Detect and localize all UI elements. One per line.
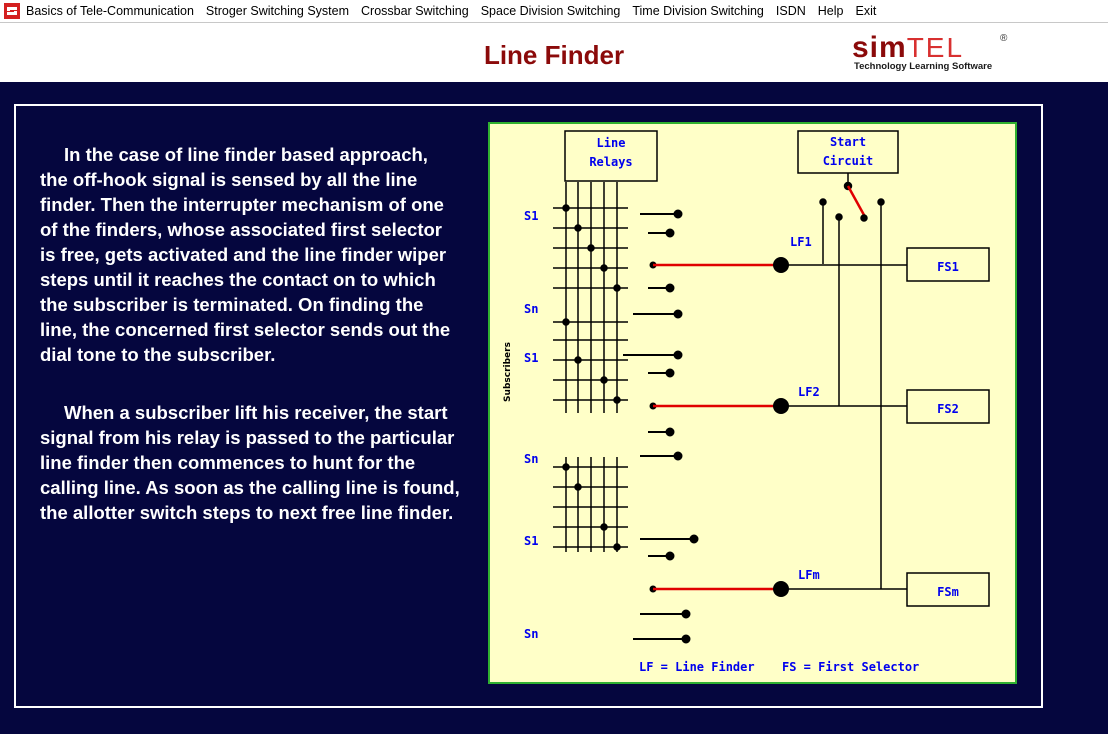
line-relays-box: Line Relays bbox=[564, 130, 658, 182]
menu-bar: Basics of Tele-Communication Stroger Swi… bbox=[0, 0, 1108, 23]
logo-tagline: Technology Learning Software bbox=[854, 61, 993, 72]
description-paragraph-2: When a subscriber lift his receiver, the… bbox=[40, 402, 460, 523]
description-panel: In the case of line finder based approac… bbox=[40, 142, 460, 525]
allotter-switch bbox=[819, 173, 885, 589]
page-title: Line Finder bbox=[483, 40, 625, 70]
menu-item-space-division[interactable]: Space Division Switching bbox=[480, 4, 621, 18]
subscriber-row-label: S1 bbox=[524, 351, 538, 365]
fsm-box bbox=[906, 572, 990, 607]
menu-item-exit[interactable]: Exit bbox=[855, 4, 877, 18]
subscriber-row-label: S1 bbox=[524, 209, 538, 223]
subscriber-row-label: S1 bbox=[524, 534, 538, 548]
menu-item-help[interactable]: Help bbox=[817, 4, 844, 18]
menu-item-stroger[interactable]: Stroger Switching System bbox=[205, 4, 350, 18]
legend-fs: FS = First Selector bbox=[782, 660, 919, 674]
start-circuit-label-1: Start bbox=[830, 135, 866, 149]
description-paragraph-1: In the case of line finder based approac… bbox=[40, 144, 451, 365]
line-finder-label-lf2: LF2 bbox=[798, 385, 820, 399]
fs2-box bbox=[906, 389, 990, 424]
app-icon bbox=[4, 3, 20, 19]
line-finder-wipers bbox=[649, 257, 907, 597]
fs1-box bbox=[906, 247, 990, 282]
menu-item-isdn[interactable]: ISDN bbox=[775, 4, 806, 18]
simtel-logo: simTEL ® Technology Learning Software bbox=[852, 31, 1012, 75]
first-selector-label-fs1: FS1 bbox=[937, 260, 959, 274]
subscriber-row-label: Sn bbox=[524, 452, 538, 466]
subscribers-label: Subscribers bbox=[503, 342, 513, 402]
logo-wordmark: simTEL bbox=[852, 31, 964, 65]
header: Line Finder simTEL ® Technology Learning… bbox=[0, 23, 1108, 82]
start-circuit-label-2: Circuit bbox=[823, 154, 874, 168]
line-finder-label-lfm: LFm bbox=[798, 568, 820, 582]
menu-item-basics[interactable]: Basics of Tele-Communication bbox=[26, 4, 194, 18]
subscriber-bank bbox=[553, 182, 628, 552]
content-frame bbox=[14, 104, 1043, 708]
logo-tel: TEL bbox=[906, 32, 965, 63]
legend-lf: LF = Line Finder bbox=[639, 660, 755, 674]
menu-item-crossbar[interactable]: Crossbar Switching bbox=[361, 4, 469, 18]
subscriber-row-label: Sn bbox=[524, 302, 538, 316]
first-selectors bbox=[906, 247, 990, 607]
line-finder-diagram: Line Relays Start Circuit bbox=[488, 122, 1017, 684]
logo-registered-mark: ® bbox=[1000, 33, 1008, 44]
menu-item-time-division[interactable]: Time Division Switching bbox=[632, 4, 764, 18]
start-circuit-box: Start Circuit bbox=[797, 130, 899, 174]
line-relays-label-1: Line bbox=[597, 136, 626, 150]
first-selector-label-fs2: FS2 bbox=[937, 402, 959, 416]
line-finder-label-lf1: LF1 bbox=[790, 235, 812, 249]
subscriber-row-label: Sn bbox=[524, 627, 538, 641]
first-selector-label-fsm: FSm bbox=[937, 585, 959, 599]
line-relays-label-2: Relays bbox=[589, 155, 632, 169]
logo-sim: sim bbox=[852, 31, 907, 64]
bank-contacts bbox=[623, 209, 699, 644]
